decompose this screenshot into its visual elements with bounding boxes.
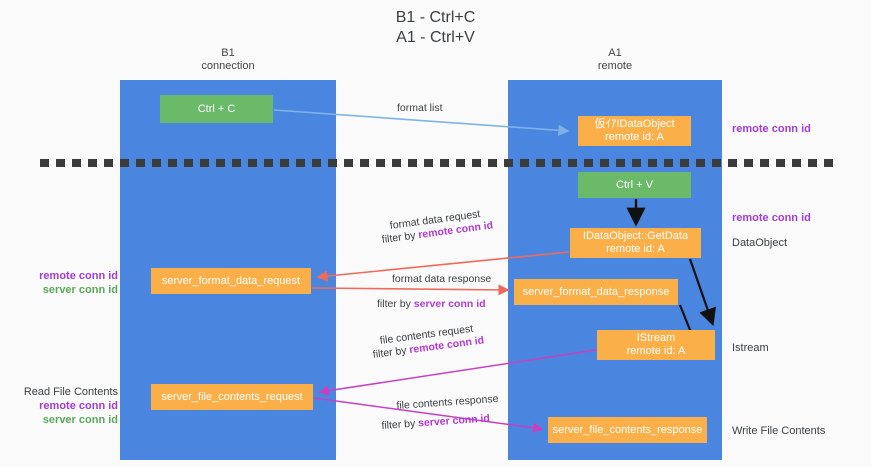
box-server-format-data-response-label: server_format_data_response xyxy=(522,285,670,298)
arrow-format-data-response xyxy=(311,284,510,296)
box-idataobject-remote[interactable]: 仮ｲｱIDataObject remote id: A xyxy=(578,116,691,146)
flow-label-file-contents-response-filter: filter by server conn id xyxy=(381,411,490,433)
box-ctrl-v-label: Ctrl + V xyxy=(616,178,653,191)
left-label-remote-conn-id-2: remote conn id xyxy=(39,400,118,412)
right-label-istream-text: Istream xyxy=(732,342,769,354)
left-label-remote-conn-id-1: remote conn id xyxy=(39,270,118,282)
right-label-dataobject: DataObject xyxy=(732,236,787,250)
column-header-b1-name: B1 xyxy=(221,47,235,59)
box-server-format-data-request[interactable]: server_format_data_request xyxy=(151,268,311,294)
flow-label-format-list-text: format list xyxy=(397,102,443,114)
flow-filter-prefix-4: filter by xyxy=(381,417,419,432)
flow-label-file-contents-response-text: file contents response xyxy=(396,392,499,412)
right-label-write-file-contents: Write File Contents xyxy=(732,424,825,438)
flow-filter-prefix-3: filter by xyxy=(372,344,411,361)
flow-label-format-data-response: format data response xyxy=(392,272,491,286)
left-label-server-conn-id-2: server conn id xyxy=(42,414,118,426)
column-header-b1-role: connection xyxy=(201,60,255,72)
right-label-remote-conn-id-1: remote conn id xyxy=(732,122,811,136)
box-server-file-contents-request[interactable]: server_file_contents_request xyxy=(151,384,313,410)
box-istream-line1: IStream xyxy=(636,332,676,344)
right-label-istream: Istream xyxy=(732,341,769,355)
title-line-1: B1 - Ctrl+C xyxy=(395,9,476,26)
box-ctrl-c-label: Ctrl + C xyxy=(197,102,236,115)
box-idataobject-line1: 仮ｲｱIDataObject xyxy=(594,118,675,130)
left-label-read-file-contents: Read File Contents xyxy=(23,386,118,398)
column-header-a1-role: remote xyxy=(597,60,633,72)
box-server-file-contents-response[interactable]: server_file_contents_response xyxy=(548,417,707,443)
box-idataobject-getdata[interactable]: IDataObject::GetData remote id: A xyxy=(570,228,701,258)
divider-dashed-line xyxy=(40,159,840,167)
flow-filter-prefix-1: filter by xyxy=(381,229,420,246)
column-header-a1: A1 remote xyxy=(508,47,722,73)
right-label-remote-conn-id-1-text: remote conn id xyxy=(732,123,811,135)
page-title: B1 - Ctrl+C A1 - Ctrl+V xyxy=(0,8,871,48)
flow-label-format-list: format list xyxy=(397,101,443,115)
flow-label-format-data-response-filter: filter by server conn id xyxy=(377,297,486,311)
right-label-write-file-contents-text: Write File Contents xyxy=(732,425,826,437)
left-label-group-format: remote conn id server conn id xyxy=(18,269,118,297)
box-server-file-contents-request-label: server_file_contents_request xyxy=(161,390,303,403)
column-header-b1: B1 connection xyxy=(120,47,336,73)
right-label-dataobject-text: DataObject xyxy=(732,237,788,249)
left-label-server-conn-id-1: server conn id xyxy=(42,284,118,296)
flow-filter-key-server-conn-id-2: server conn id xyxy=(417,412,491,430)
flow-filter-key-server-conn-id-1: server conn id xyxy=(413,298,486,310)
left-label-group-file: Read File Contents remote conn id server… xyxy=(18,385,118,427)
box-server-format-data-response[interactable]: server_format_data_response xyxy=(514,279,678,305)
right-label-remote-conn-id-2-text: remote conn id xyxy=(732,212,811,224)
box-getdata-line2: remote id: A xyxy=(606,243,665,255)
column-header-a1-name: A1 xyxy=(608,47,622,59)
box-getdata-line1: IDataObject::GetData xyxy=(582,230,689,242)
box-istream-line2: remote id: A xyxy=(626,345,686,357)
box-ctrl-c[interactable]: Ctrl + C xyxy=(160,95,273,123)
flow-filter-prefix-2: filter by xyxy=(377,298,414,310)
box-istream-remote[interactable]: IStream remote id: A xyxy=(597,330,715,360)
flow-label-format-data-response-text: format data response xyxy=(392,273,492,285)
box-idataobject-line2: remote id: A xyxy=(605,131,664,143)
box-server-format-data-request-label: server_format_data_request xyxy=(161,274,301,287)
box-server-file-contents-response-label: server_file_contents_response xyxy=(552,423,703,436)
title-line-2: A1 - Ctrl+V xyxy=(396,29,475,46)
right-label-remote-conn-id-2: remote conn id xyxy=(732,211,811,225)
box-ctrl-v[interactable]: Ctrl + V xyxy=(578,172,691,198)
flow-label-file-contents-response: file contents response xyxy=(396,392,499,413)
